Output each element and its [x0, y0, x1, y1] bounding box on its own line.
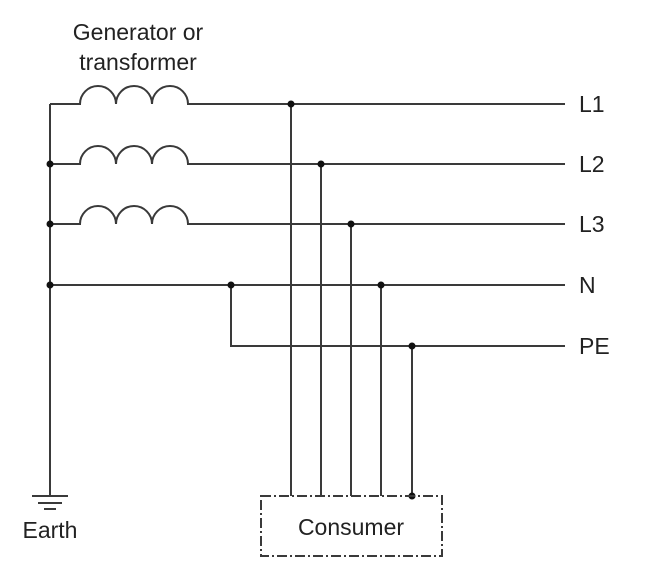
coil-L1 [50, 85, 190, 105]
source-label-line2: transformer [79, 49, 197, 75]
label-PE: PE [579, 333, 610, 359]
earth-ground-icon [32, 495, 68, 510]
junction-dot [46, 281, 54, 289]
junction-dot [287, 100, 295, 108]
junction-dot [227, 281, 235, 289]
label-L3: L3 [579, 211, 605, 237]
coil-L2 [50, 145, 190, 165]
junction-dot [317, 160, 325, 168]
coil-L3 [50, 205, 190, 225]
junction-dot [46, 220, 54, 228]
junction-dot [347, 220, 355, 228]
label-N: N [579, 272, 596, 298]
consumer-label: Consumer [298, 514, 404, 540]
junction-dot [377, 281, 385, 289]
source-label-line1: Generator or [73, 19, 204, 45]
junction-dot [46, 160, 54, 168]
label-L2: L2 [579, 151, 605, 177]
label-L1: L1 [579, 91, 605, 117]
junction-dot [408, 342, 416, 350]
conductor-PE [230, 285, 565, 347]
consumer-box [260, 495, 443, 557]
earth-label: Earth [23, 517, 78, 543]
